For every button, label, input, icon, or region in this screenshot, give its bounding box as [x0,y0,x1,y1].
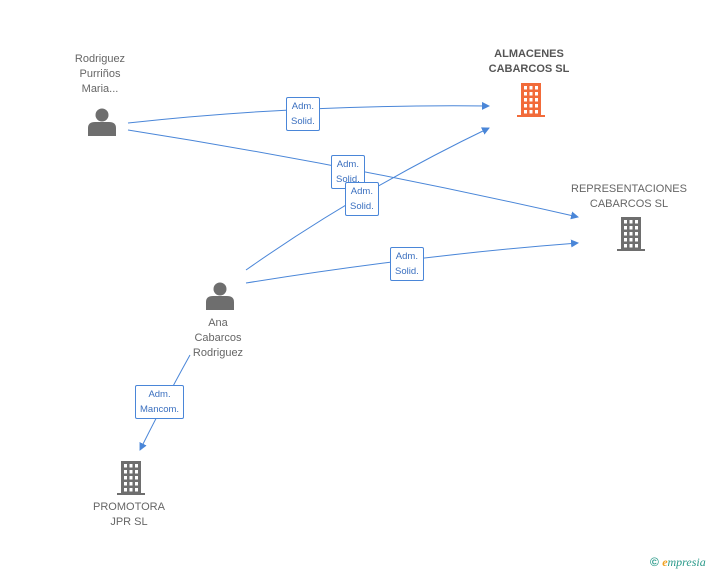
node-label-line: Cabarcos [194,332,242,344]
node-label-line: REPRESENTACIONES [571,183,687,195]
edge-label-ana-promotora: Adm. Mancom. [135,385,185,419]
node-label-almacenes[interactable]: ALMACENES CABARCOS SL [469,47,589,77]
person-icon-rodriguez[interactable] [88,108,116,137]
building-icon-almacenes[interactable] [517,83,545,117]
empresia-logo-text: mpresia [667,555,706,569]
edge-label-line: Solid. [395,266,419,277]
node-label-line: CABARCOS SL [488,63,570,75]
edge-label-line: Solid. [291,116,315,127]
edge-label-line: Solid. [350,201,374,212]
edge-label-line: Adm. [395,251,418,262]
node-label-line: CABARCOS SL [589,198,669,210]
node-label-ana[interactable]: Ana Cabarcos Rodriguez [168,316,268,361]
node-label-line: PROMOTORA [93,501,165,513]
node-label-line: Purriños [79,68,121,80]
node-label-line: Ana [208,317,228,329]
node-label-promotora[interactable]: PROMOTORA JPR SL [79,500,179,530]
copyright-symbol: © [650,555,659,569]
edge-label-line: Solid. [336,174,360,185]
node-label-line: JPR SL [110,516,148,528]
node-label-line: ALMACENES [494,48,564,60]
node-label-line: Rodriguez [192,347,244,359]
edge-label-rodriguez-almacenes: Adm. Solid. [286,97,320,131]
building-icon-representaciones[interactable] [617,217,645,251]
footer-brand: © empresia [650,555,706,570]
person-icon-ana[interactable] [206,282,234,311]
node-label-line: Maria... [81,83,119,95]
node-label-line: Rodriguez [74,53,126,65]
empresia-logo-initial: e [662,555,668,569]
edge-label-line: Adm. [291,101,314,112]
edge-label-ana-representaciones: Adm. Solid. [390,247,424,281]
building-icon-promotora[interactable] [117,461,145,495]
node-label-rodriguez[interactable]: Rodriguez Purriños Maria... [50,52,150,97]
edge-label-line: Adm. [350,186,373,197]
edge-label-line: Mancom. [140,404,180,415]
edge-label-line: Adm. [336,159,359,170]
node-label-representaciones[interactable]: REPRESENTACIONES CABARCOS SL [564,182,694,212]
edge-label-ana-almacenes: Adm. Solid. [345,182,379,216]
edge-label-line: Adm. [148,389,171,400]
